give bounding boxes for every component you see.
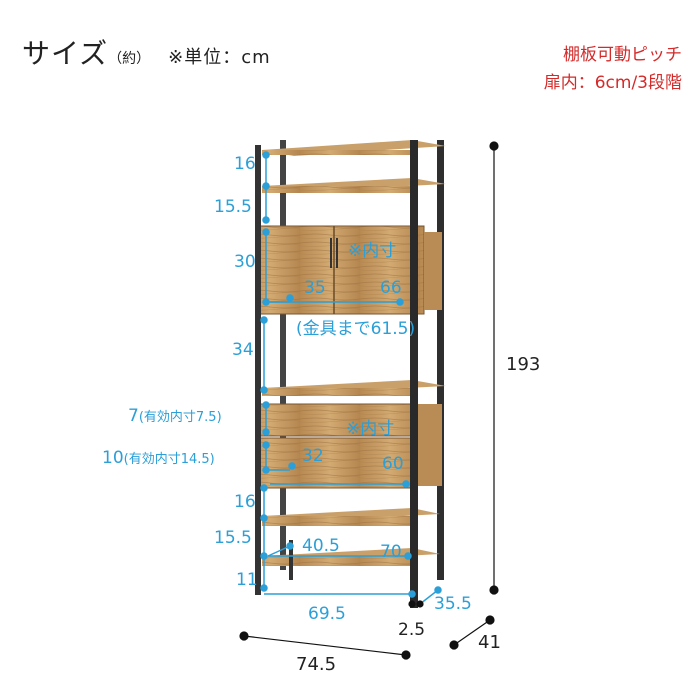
frame-post-front-right [410,140,418,608]
page-title: サイズ（約） ※単位：cm [22,32,271,72]
frame-post-front-left [255,145,261,595]
unit-label: ※単位：cm [168,47,271,68]
dim-gap-top1: 16 [234,154,256,174]
title-approx: （約） [108,51,151,67]
dim-bottom-width: 70 [380,542,402,562]
dim-drawer2: 10(有効内寸14.5) [102,448,215,468]
dim-base-width: 69.5 [308,604,346,624]
dim-base-depth: 35.5 [434,594,472,614]
dim-bottom-gap: 11 [236,570,258,590]
dim-drawer1: 7(有効内寸7.5) [128,406,222,426]
dim-height-total: 193 [506,354,541,375]
dim-depth-total: 41 [478,632,501,653]
dim-drawer2-eff: (有効内寸14.5) [123,452,215,467]
dim-gap-low1: 16 [234,492,256,512]
drawer-side [416,404,442,486]
upper-cabinet-side [424,232,442,310]
dim-cabinet-hardware: (金具まで61.5) [296,319,416,339]
dim-drawer2-value: 10 [102,448,124,468]
upper-cabinet [257,225,425,315]
drawer-top [257,403,417,437]
frame-post-back-left [280,140,286,570]
dim-cabinet-depth: 35 [304,278,326,298]
frame-post-back-right [437,140,444,580]
dim-gap-low2: 15.5 [214,528,252,548]
dim-gap-top2: 15.5 [214,197,252,217]
dim-drawer1-value: 7 [128,406,139,426]
dim-open-height: 34 [232,340,254,360]
dim-cabinet-width: 66 [380,278,402,298]
door-pitch-note: 扉内：6cm/3段階 [543,73,682,93]
shelf-pitch-note: 棚板可動ピッチ [563,45,682,65]
title-text: サイズ [22,37,109,70]
dim-drawer-depth: 32 [302,446,324,466]
dim-drawer1-eff: (有効内寸7.5) [138,410,222,425]
drawer-bottom [257,437,417,489]
dim-bottom-depth: 40.5 [302,536,340,556]
dim-leg-gap: 2.5 [398,620,426,640]
dim-cabinet-note: ※内寸 [348,241,397,261]
dim-width-total: 74.5 [296,654,337,675]
dim-cabinet-height: 30 [234,252,256,272]
dim-drawer-note: ※内寸 [346,419,395,439]
dim-drawer-width: 60 [382,454,404,474]
